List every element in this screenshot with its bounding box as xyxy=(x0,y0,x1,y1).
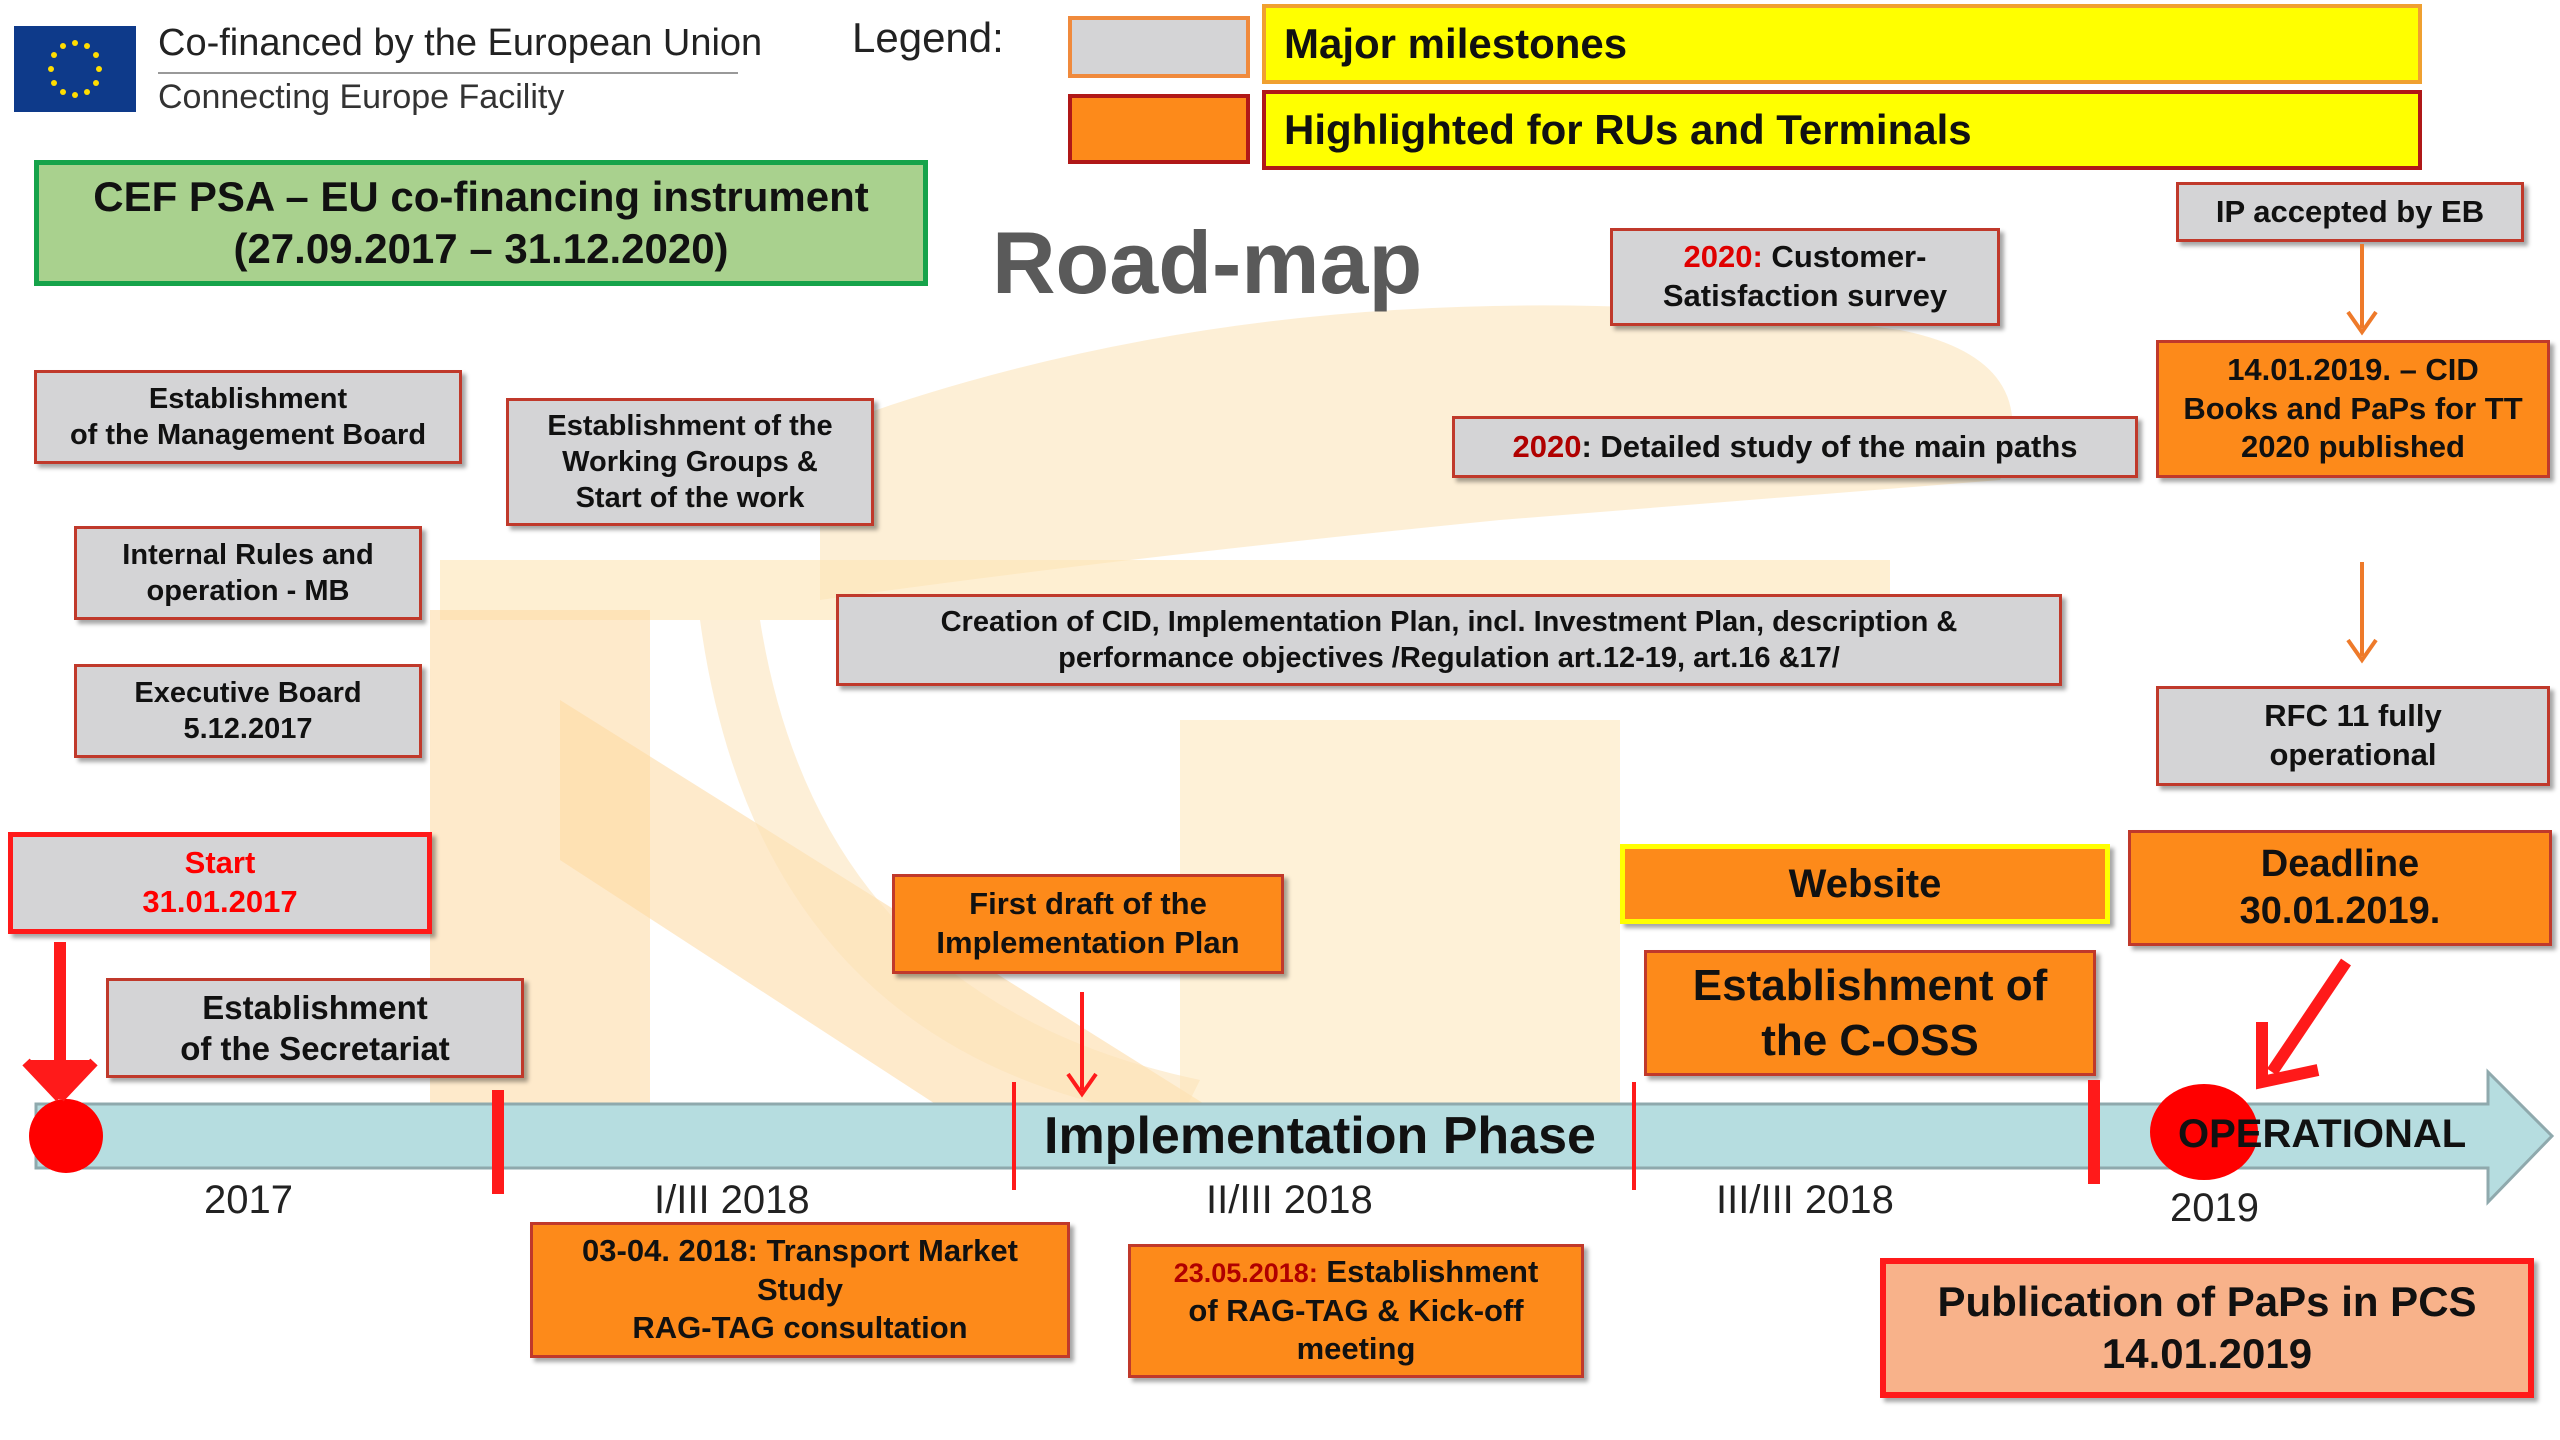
cef-psa-box: CEF PSA – EU co-financing instrument (27… xyxy=(34,160,928,286)
rag-tag-text: 23.05.2018: Establishment of RAG-TAG & K… xyxy=(1174,1253,1539,1369)
eu-divider xyxy=(158,72,738,74)
year-label-2017: 2017 xyxy=(204,1178,293,1222)
legend-highlighted: Highlighted for RUs and Terminals xyxy=(1262,90,2422,170)
milestone-cid-books: 14.01.2019. – CID Books and PaPs for TT … xyxy=(2156,340,2550,478)
eu-cef-subtitle: Connecting Europe Facility xyxy=(158,78,565,116)
milestone-start: Start 31.01.2017 xyxy=(8,832,432,934)
legend-major-label: Major milestones xyxy=(1284,20,1628,67)
survey-text: 2020: Customer- Satisfaction survey xyxy=(1663,238,1947,316)
study-description: : Detailed study of the main paths xyxy=(1581,428,2078,464)
legend-label: Legend: xyxy=(852,14,1004,61)
milestone-ip-accepted: IP accepted by EB xyxy=(2176,182,2524,242)
milestone-rag-tag: 23.05.2018: Establishment of RAG-TAG & K… xyxy=(1128,1244,1584,1378)
milestone-deadline: Deadline 30.01.2019. xyxy=(2128,830,2552,946)
milestone-management-board: Establishment of the Management Board xyxy=(34,370,462,464)
milestone-working-groups: Establishment of the Working Groups & St… xyxy=(506,398,874,526)
milestone-paps-publication: Publication of PaPs in PCS 14.01.2019 xyxy=(1880,1258,2534,1398)
milestone-first-draft: First draft of the Implementation Plan xyxy=(892,874,1284,974)
legend-grey-swatch xyxy=(1068,16,1250,78)
operational-label: OPERATIONAL xyxy=(2178,1112,2467,1156)
eu-cofinanced-title: Co-financed by the European Union xyxy=(158,22,763,64)
year-label-2019: 2019 xyxy=(2170,1186,2259,1230)
legend-major-milestones: Major milestones xyxy=(1262,4,2422,84)
year-label-i-iii-2018: I/III 2018 xyxy=(654,1178,810,1222)
milestone-secretariat: Establishment of the Secretariat xyxy=(106,978,524,1078)
survey-description: Customer- Satisfaction survey xyxy=(1662,239,1948,313)
milestone-website: Website xyxy=(1620,844,2110,924)
eu-flag-logo xyxy=(14,26,136,112)
year-label-ii-iii-2018: II/III 2018 xyxy=(1206,1178,1373,1222)
milestone-cid-creation: Creation of CID, Implementation Plan, in… xyxy=(836,594,2062,686)
survey-year: 2020: xyxy=(1683,239,1763,275)
roadmap-title: Road-map xyxy=(992,213,1423,312)
study-year: 2020 xyxy=(1512,428,1582,464)
rag-tag-date: 23.05.2018: xyxy=(1173,1257,1318,1288)
milestone-coss: Establishment of the C-OSS xyxy=(1644,950,2096,1076)
milestone-executive-board: Executive Board 5.12.2017 xyxy=(74,664,422,758)
milestone-rfc11-operational: RFC 11 fully operational xyxy=(2156,686,2550,786)
milestone-internal-rules: Internal Rules and operation - MB xyxy=(74,526,422,620)
legend-highlighted-label: Highlighted for RUs and Terminals xyxy=(1284,106,1972,153)
legend-orange-swatch xyxy=(1068,94,1250,164)
milestone-detailed-study: 2020: Detailed study of the main paths xyxy=(1452,416,2138,478)
rag-tag-description: Establishment of RAG-TAG & Kick-off meet… xyxy=(1188,1253,1539,1367)
implementation-phase-label: Implementation Phase xyxy=(1044,1107,1596,1165)
milestone-customer-survey: 2020: Customer- Satisfaction survey xyxy=(1610,228,2000,326)
milestone-market-study: 03-04. 2018: Transport Market Study RAG-… xyxy=(530,1222,1070,1358)
study-text: 2020: Detailed study of the main paths xyxy=(1512,428,2077,467)
year-label-iii-iii-2018: III/III 2018 xyxy=(1716,1178,1894,1222)
